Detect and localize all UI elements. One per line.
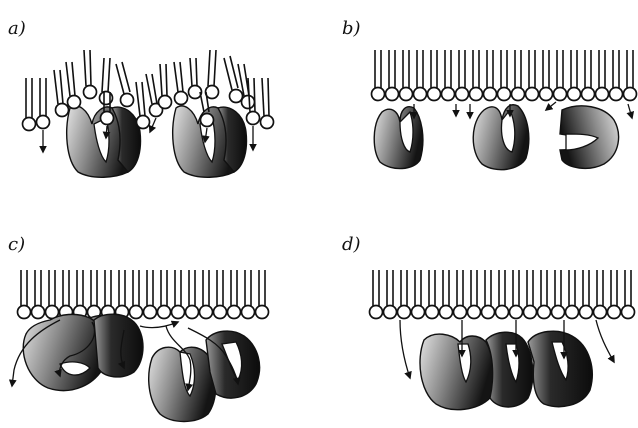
- lipid: [412, 270, 425, 319]
- lipid: [566, 270, 579, 319]
- lipid: [512, 50, 525, 101]
- lipid: [428, 50, 441, 101]
- lipid: [608, 270, 621, 319]
- lipid: [440, 270, 453, 319]
- lipid: [400, 50, 413, 101]
- lipid: [172, 270, 185, 319]
- lipid: [454, 270, 467, 319]
- panel-label-a: a): [8, 18, 26, 39]
- panel-b: [372, 50, 637, 170]
- lipid: [426, 270, 439, 319]
- lipid: [372, 50, 385, 101]
- lipid: [622, 270, 635, 319]
- lipid-layer-b: [372, 50, 637, 101]
- lipid: [18, 270, 31, 319]
- lipid: [186, 270, 199, 319]
- lipid: [200, 270, 213, 319]
- lipid: [386, 50, 399, 101]
- lipid: [158, 270, 171, 319]
- lipid: [256, 270, 269, 319]
- lipid: [526, 50, 539, 101]
- lipid: [130, 270, 143, 319]
- protein-d1: [420, 334, 493, 410]
- lipid: [46, 270, 59, 319]
- lipid: [74, 270, 87, 319]
- lipid: [214, 270, 227, 319]
- protein-c4: [206, 331, 260, 398]
- protein-b1: [374, 107, 423, 169]
- lipid: [456, 50, 469, 101]
- lipid: [370, 270, 383, 319]
- lipid: [228, 270, 241, 319]
- protein-d3: [528, 331, 592, 406]
- panel-d: [370, 270, 635, 410]
- protein-c2: [94, 314, 143, 377]
- lipid: [524, 270, 537, 319]
- lipid: [102, 270, 115, 319]
- panel-label-c: c): [8, 234, 25, 255]
- lipid: [554, 50, 567, 101]
- lipid: [88, 270, 101, 319]
- lipid-layer-c: [18, 270, 269, 319]
- lipid: [552, 270, 565, 319]
- protein-d2: [486, 332, 533, 407]
- lipid: [484, 50, 497, 101]
- lipid: [32, 270, 45, 319]
- lipid: [482, 270, 495, 319]
- lipid: [580, 270, 593, 319]
- protein-c3: [149, 347, 216, 421]
- lipid: [610, 50, 623, 101]
- panel-a: [23, 50, 274, 177]
- lipid: [414, 50, 427, 101]
- lipid: [384, 270, 397, 319]
- lipid: [596, 50, 609, 101]
- panel-c: [12, 270, 269, 422]
- lipid: [496, 270, 509, 319]
- lipid: [568, 50, 581, 101]
- lipid: [398, 270, 411, 319]
- lipid: [60, 270, 73, 319]
- lipid: [116, 270, 129, 319]
- lipid: [540, 50, 553, 101]
- lipid: [468, 270, 481, 319]
- lipid: [144, 270, 157, 319]
- lipid: [242, 270, 255, 319]
- lipid: [538, 270, 551, 319]
- protein-b2: [473, 105, 529, 170]
- protein-b3: [560, 106, 619, 168]
- lipid: [498, 50, 511, 101]
- lipid-layer-d: [370, 270, 635, 319]
- lipid: [624, 50, 637, 101]
- lipid: [582, 50, 595, 101]
- lipid: [594, 270, 607, 319]
- lipid: [470, 50, 483, 101]
- panel-label-d: d): [342, 234, 361, 255]
- panel-label-b: b): [342, 18, 361, 39]
- lipid: [442, 50, 455, 101]
- lipid: [510, 270, 523, 319]
